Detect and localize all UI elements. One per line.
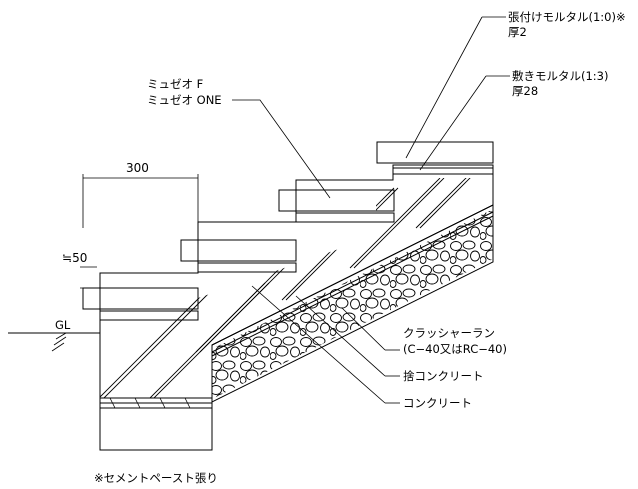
footnote-text: ※セメントペースト張り — [94, 471, 218, 485]
tread-dimension-value: 300 — [126, 161, 149, 175]
footing — [99, 397, 213, 451]
step-2 — [180, 239, 297, 273]
thickness-dimension: ≒50 — [62, 251, 97, 289]
thickness-dimension-value: ≒50 — [62, 251, 87, 265]
tile-leader: ミュゼオ F ミュゼオ ONE — [147, 77, 331, 199]
concrete-leader: コンクリート — [251, 285, 472, 410]
crusher-run-spec: (C−40又はRC−40) — [403, 342, 507, 356]
tread-dimension: 300 — [82, 161, 199, 228]
gl-label: GL — [55, 318, 71, 332]
step-3 — [278, 189, 395, 223]
ground-line: GL — [8, 318, 100, 352]
bed-mortar-label: 敷きモルタル(1:3) — [512, 69, 608, 83]
step-4 — [376, 141, 494, 175]
finish-mortar-leader: 張付けモルタル(1:0)※ 厚2 — [405, 10, 626, 159]
lean-concrete-strip — [211, 204, 494, 346]
concrete-label: コンクリート — [403, 396, 472, 410]
lean-concrete-leader: 捨コンクリート — [295, 295, 484, 383]
bed-mortar-leader: 敷きモルタル(1:3) 厚28 — [419, 69, 608, 171]
crusher-run-leader: クラッシャーラン (C−40又はRC−40) — [341, 307, 507, 356]
tile-label-f: ミュゼオ F — [147, 77, 203, 91]
step-1 — [82, 287, 199, 321]
bed-mortar-thickness: 厚28 — [512, 84, 538, 98]
finish-mortar-thickness: 厚2 — [508, 25, 527, 39]
lean-concrete-label: 捨コンクリート — [403, 369, 484, 383]
crusher-run-label: クラッシャーラン — [403, 326, 495, 340]
finish-mortar-label: 張付けモルタル(1:0)※ — [508, 10, 626, 24]
tile-label-one: ミュゼオ ONE — [147, 93, 222, 107]
